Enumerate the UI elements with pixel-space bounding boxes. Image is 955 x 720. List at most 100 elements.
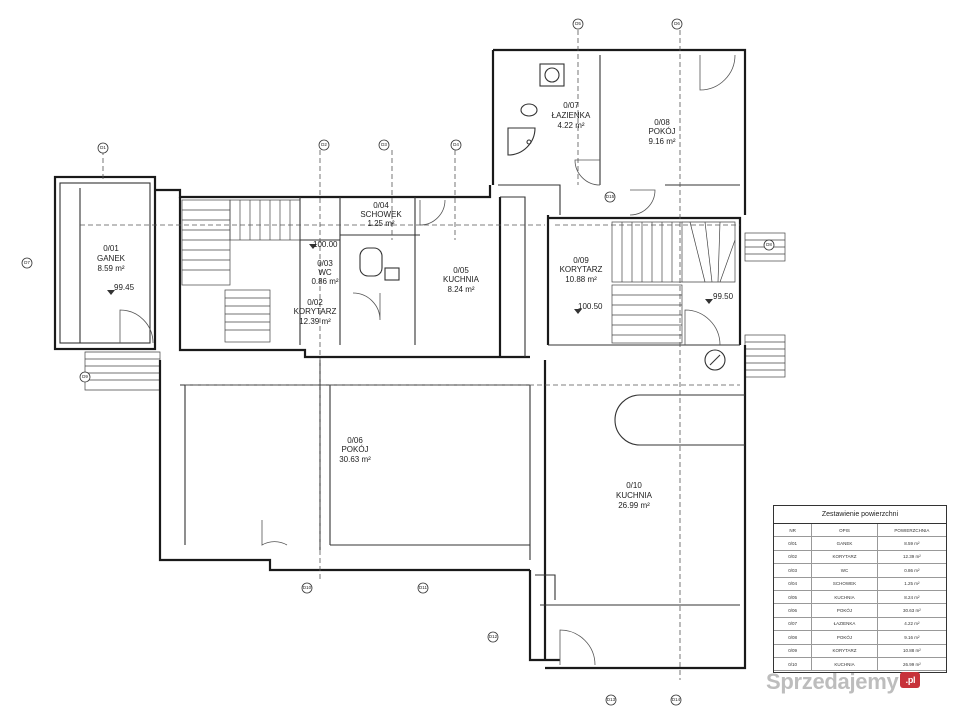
summary-cell: 30.63 m² <box>876 603 946 618</box>
level-markers: 100.00 99.45 100.50 99.50 <box>107 240 734 314</box>
svg-text:0/07: 0/07 <box>563 101 579 110</box>
wall-ganek-inner <box>59 182 151 344</box>
summary-header-powierzchnia: POWIERZCHNIA <box>876 524 946 538</box>
svg-text:D7: D7 <box>24 260 30 265</box>
wall-kuchnia10-niche <box>535 574 556 600</box>
summary-cell: 0/09 <box>774 644 812 658</box>
axis-tag: D1 <box>97 142 109 154</box>
door-kuchnia10 <box>559 629 596 666</box>
summary-header-row: NR OPIS POWIERZCHNIA <box>774 524 946 538</box>
summary-cell: 8.59 m² <box>876 536 946 551</box>
watermark-suffix: .pl <box>900 672 921 688</box>
svg-text:12.39 m²: 12.39 m² <box>299 317 331 326</box>
area-summary-table: Zestawienie powierzchni NR OPIS POWIERZC… <box>773 505 947 673</box>
svg-text:0/01: 0/01 <box>103 244 119 253</box>
shower <box>507 127 536 156</box>
axis-tag: D5 <box>572 18 584 30</box>
wall-south-central <box>178 197 530 359</box>
room-0-06-label: 0/06 POKÓJ 30.63 m² <box>339 436 371 464</box>
svg-text:9.16 m²: 9.16 m² <box>648 137 675 146</box>
summary-cell: 0/06 <box>774 603 812 618</box>
svg-text:0/08: 0/08 <box>654 118 670 127</box>
wall-north-east <box>493 48 747 215</box>
summary-cell: 26.99 m² <box>876 657 946 672</box>
walls <box>53 48 786 670</box>
wall-bath-south <box>498 184 561 215</box>
summary-cell: ŁAZIENKA <box>811 617 878 632</box>
room-0-08-label: 0/08 POKÓJ 9.16 m² <box>648 118 675 146</box>
summary-cell: 9.16 m² <box>876 630 946 645</box>
summary-cell: 0.86 m² <box>876 563 946 578</box>
summary-cell: 10.88 m² <box>876 644 946 658</box>
wc-sink <box>384 267 400 281</box>
svg-text:0/10: 0/10 <box>626 481 642 490</box>
svg-text:8.59 m²: 8.59 m² <box>97 264 124 273</box>
room-0-02-label: 0/02 KORYTARZ 12.39 m² <box>294 298 337 326</box>
svg-text:ŁAZIENKA: ŁAZIENKA <box>552 111 591 120</box>
svg-text:GANEK: GANEK <box>97 254 126 263</box>
room-labels: 0/01 GANEK 8.59 m² 0/02 KORYTARZ 12.39 m… <box>97 101 676 510</box>
room-0-09-label: 0/09 KORYTARZ 10.88 m² <box>560 256 603 284</box>
door-lazienka <box>574 159 601 186</box>
summary-header-opis: OPIS <box>811 524 878 538</box>
washing-machine-drum <box>544 67 560 83</box>
watermark-text: Sprzedajemy <box>766 669 899 694</box>
summary-cell: KUCHNIA <box>811 657 878 672</box>
svg-text:0/06: 0/06 <box>347 436 363 445</box>
door-pokoj08 <box>629 189 656 216</box>
door-ganek <box>119 309 154 344</box>
svg-text:8.24 m²: 8.24 m² <box>447 285 474 294</box>
svg-text:D10: D10 <box>303 585 312 590</box>
room-0-07-label: 0/07 ŁAZIENKA 4.22 m² <box>552 101 591 130</box>
stove <box>704 349 726 371</box>
svg-text:D1: D1 <box>100 145 106 150</box>
svg-text:D4: D4 <box>453 142 459 147</box>
axis-tag: D13 <box>605 694 617 706</box>
stairs-central <box>181 199 301 343</box>
wall-south-kuchnia-west <box>528 570 560 662</box>
svg-text:WC: WC <box>318 268 332 277</box>
svg-text:26.99 m²: 26.99 m² <box>618 501 650 510</box>
level-marker: 100.50 <box>574 302 603 314</box>
wall-kuchnia10-south-east <box>545 345 747 670</box>
summary-title: Zestawienie powierzchni <box>774 506 946 524</box>
svg-text:10.88 m²: 10.88 m² <box>565 275 597 284</box>
summary-cell: KORYTARZ <box>811 550 878 565</box>
wall-ganek <box>53 175 157 351</box>
stove-mark <box>709 354 721 366</box>
svg-text:0/04: 0/04 <box>373 201 389 210</box>
summary-cell: 0/08 <box>774 630 812 645</box>
svg-text:SCHOWEK: SCHOWEK <box>360 210 402 219</box>
axis-tag: D15 <box>604 191 616 203</box>
summary-cell: KUCHNIA <box>811 590 878 605</box>
door-korytarz-east <box>684 309 721 346</box>
svg-text:KORYTARZ: KORYTARZ <box>294 307 337 316</box>
axis-tag: D7 <box>21 257 33 269</box>
summary-cell: GANEK <box>811 536 878 551</box>
east-steps <box>744 232 786 378</box>
summary-cell: KORYTARZ <box>811 644 878 658</box>
svg-text:KUCHNIA: KUCHNIA <box>616 491 653 500</box>
summary-cell: 0/04 <box>774 577 812 591</box>
axis-tag: D10 <box>301 582 313 594</box>
porch-steps <box>84 351 161 391</box>
summary-cell: 0/01 <box>774 536 812 551</box>
svg-text:0/05: 0/05 <box>453 266 469 275</box>
level-marker: 100.00 <box>309 240 338 249</box>
svg-text:100.00: 100.00 <box>313 240 338 249</box>
axis-tag: D8 <box>763 239 775 251</box>
svg-text:D13: D13 <box>607 697 616 702</box>
svg-text:D5: D5 <box>575 21 581 26</box>
summary-cell: POKÓJ <box>811 603 878 618</box>
svg-text:D8: D8 <box>766 242 772 247</box>
door-pokoj06 <box>261 520 288 546</box>
wall-chimney <box>500 196 526 357</box>
